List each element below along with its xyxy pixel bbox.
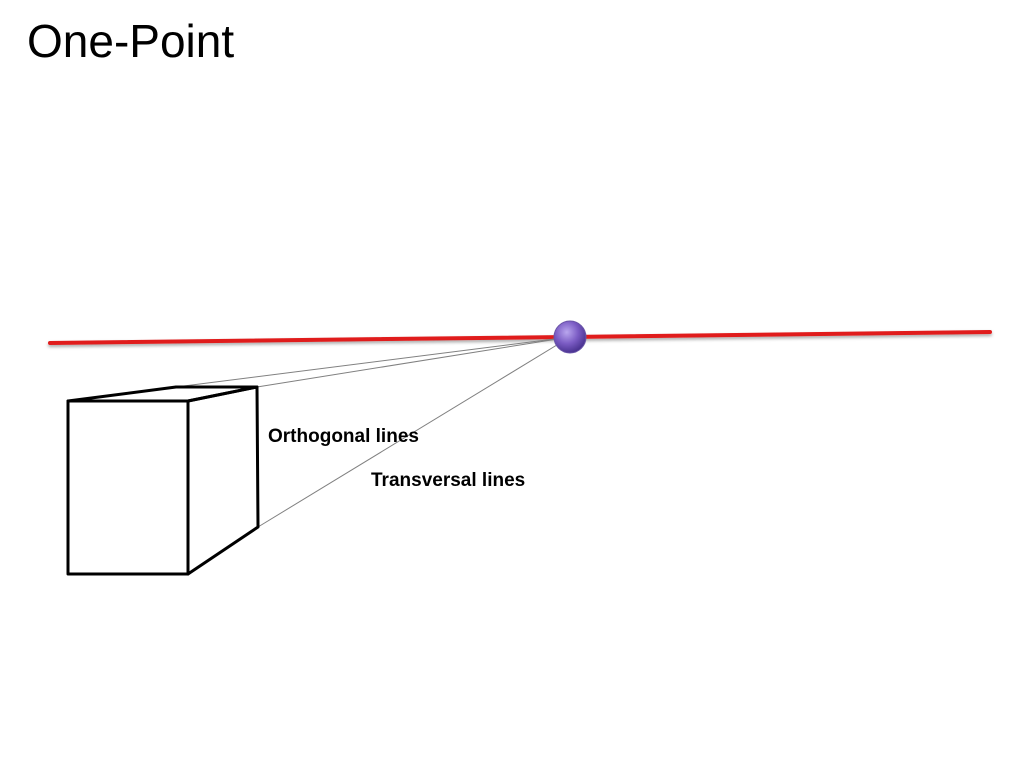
box-front-face [66,399,190,576]
orthogonal-lines-label: Orthogonal lines [268,426,419,447]
orthogonal-line-bottom-right [257,336,571,528]
vanishing-point [553,320,587,354]
orthogonal-line-top-left [175,336,571,388]
orthogonal-line-top-right [256,336,571,388]
horizon-line [48,330,992,345]
transversal-lines-label: Transversal lines [371,470,526,491]
box-side-face [186,385,260,576]
slide-title: One-Point [27,15,235,67]
